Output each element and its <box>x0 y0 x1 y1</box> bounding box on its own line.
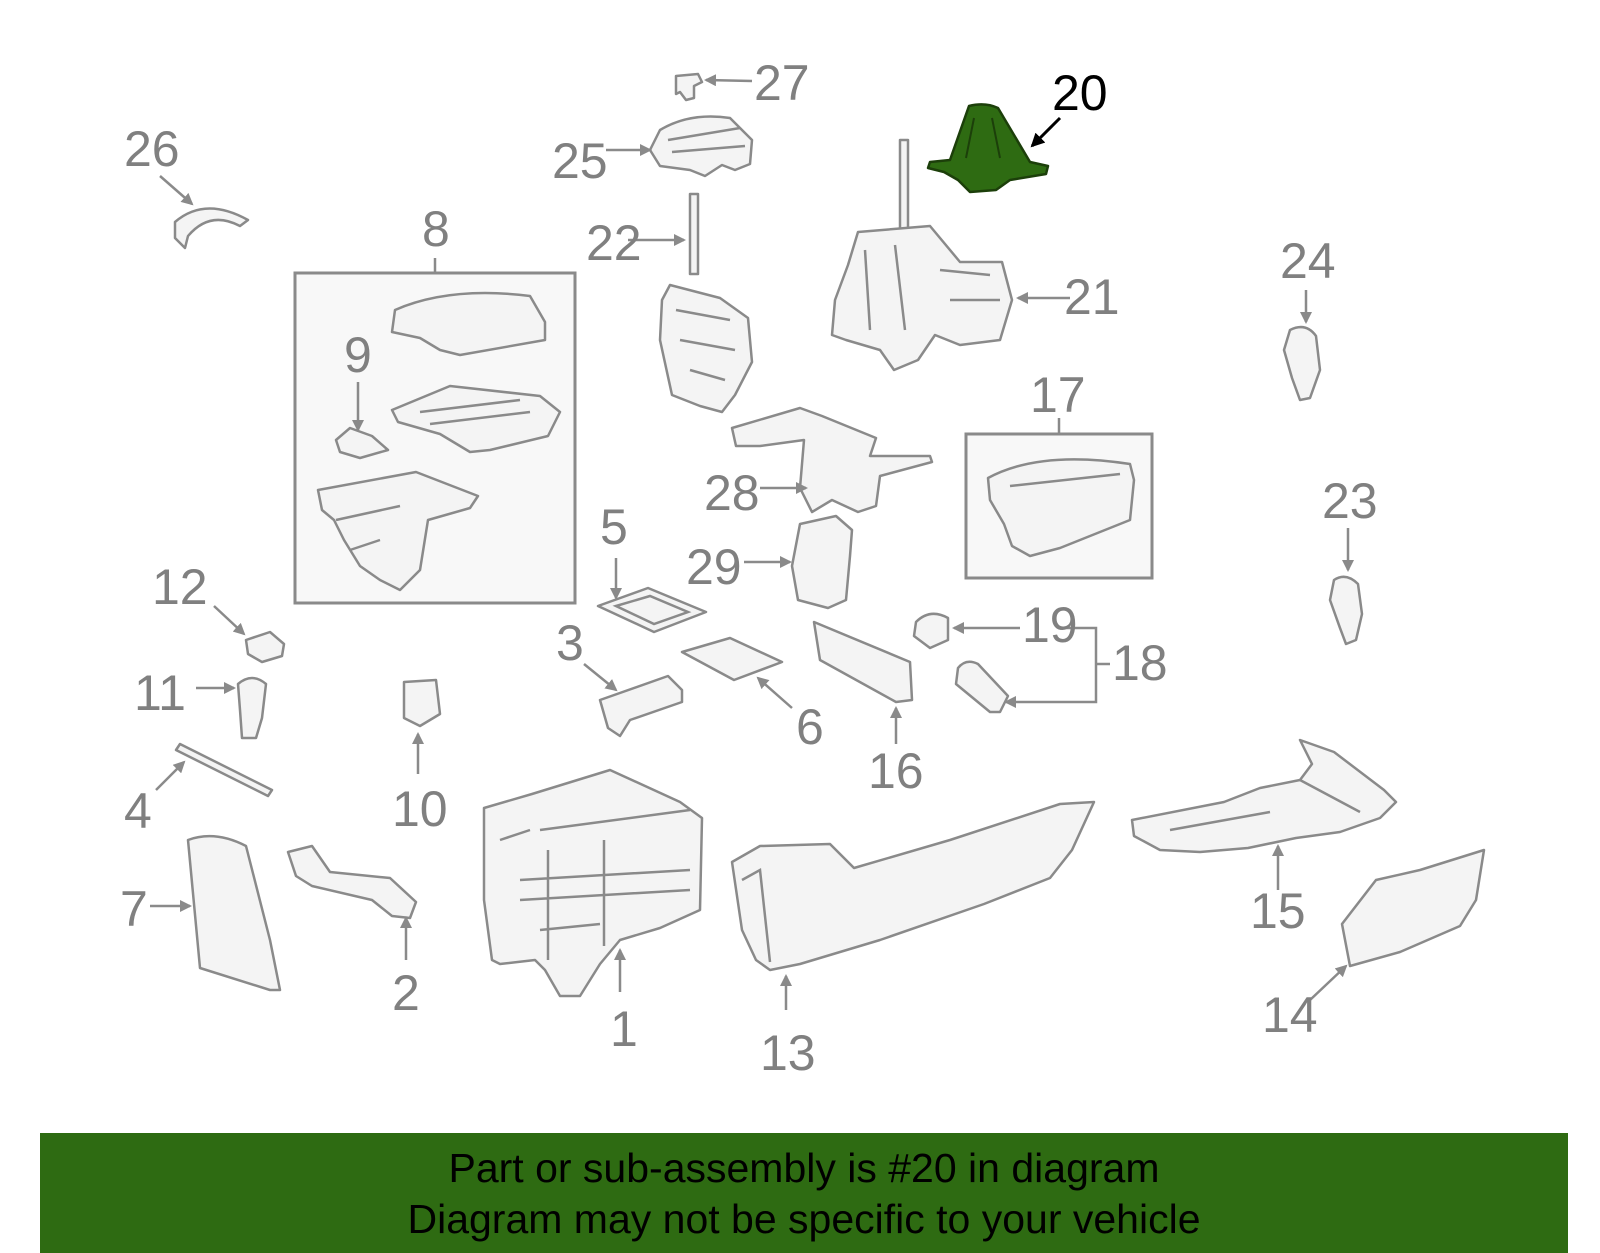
part-1[interactable] <box>482 768 704 998</box>
part-12[interactable] <box>213 605 286 664</box>
part-10[interactable] <box>402 678 442 774</box>
part-23[interactable] <box>1328 528 1364 646</box>
callout-14: 14 <box>1262 987 1318 1043</box>
part-14[interactable] <box>1309 848 1486 1001</box>
part-21[interactable] <box>830 138 1070 372</box>
part-13[interactable] <box>730 800 1096 1010</box>
callout-23: 23 <box>1322 473 1378 529</box>
part-7[interactable] <box>150 834 282 992</box>
banner-line-2: Diagram may not be specific to your vehi… <box>407 1196 1201 1242</box>
callout-26: 26 <box>124 121 180 177</box>
info-banner: Part or sub-assembly is #20 in diagram D… <box>40 1133 1568 1253</box>
callout-9: 9 <box>344 327 372 383</box>
part-6[interactable] <box>680 636 793 709</box>
parts-diagram <box>150 72 1486 1010</box>
callout-4: 4 <box>124 783 152 839</box>
part-22[interactable] <box>628 192 754 414</box>
part-29[interactable] <box>744 514 854 610</box>
callout-2: 2 <box>392 965 420 1021</box>
part-20-highlighted[interactable] <box>926 103 1062 194</box>
part-3[interactable] <box>583 663 684 738</box>
part-2[interactable] <box>286 844 418 960</box>
callout-10: 10 <box>392 781 448 837</box>
part-17-group[interactable] <box>964 418 1154 580</box>
callout-18: 18 <box>1112 635 1168 691</box>
callout-19: 19 <box>1022 597 1078 653</box>
callout-7: 7 <box>120 881 148 937</box>
part-26[interactable] <box>159 175 250 250</box>
callout-24: 24 <box>1280 233 1336 289</box>
callout-16: 16 <box>868 743 924 799</box>
part-16[interactable] <box>812 620 914 744</box>
part-19[interactable] <box>912 612 1020 650</box>
callout-8: 8 <box>422 201 450 257</box>
callout-11: 11 <box>134 665 186 721</box>
callout-5: 5 <box>600 499 628 555</box>
callout-1: 1 <box>610 1001 638 1057</box>
part-25[interactable] <box>606 115 754 178</box>
callout-22: 22 <box>586 215 642 271</box>
callout-27: 27 <box>754 55 810 111</box>
part-8-group[interactable] <box>293 258 577 605</box>
callout-15: 15 <box>1250 883 1306 939</box>
banner-line-1: Part or sub-assembly is #20 in diagram <box>448 1145 1160 1191</box>
part-24[interactable] <box>1282 290 1322 402</box>
callout-20: 20 <box>1052 65 1108 121</box>
callout-3: 3 <box>556 615 584 671</box>
part-28[interactable] <box>730 406 934 514</box>
part-4[interactable] <box>155 742 274 798</box>
callout-12: 12 <box>152 559 208 615</box>
part-27[interactable] <box>674 72 753 102</box>
part-18[interactable] <box>954 626 1110 714</box>
callout-29: 29 <box>686 539 742 595</box>
callout-13: 13 <box>760 1025 816 1081</box>
part-5[interactable] <box>596 558 708 634</box>
callout-17: 17 <box>1030 367 1086 423</box>
callout-25: 25 <box>552 133 608 189</box>
part-15[interactable] <box>1130 738 1398 890</box>
callout-6: 6 <box>796 699 824 755</box>
callout-21: 21 <box>1064 269 1120 325</box>
callout-28: 28 <box>704 465 760 521</box>
part-11[interactable] <box>196 676 268 740</box>
